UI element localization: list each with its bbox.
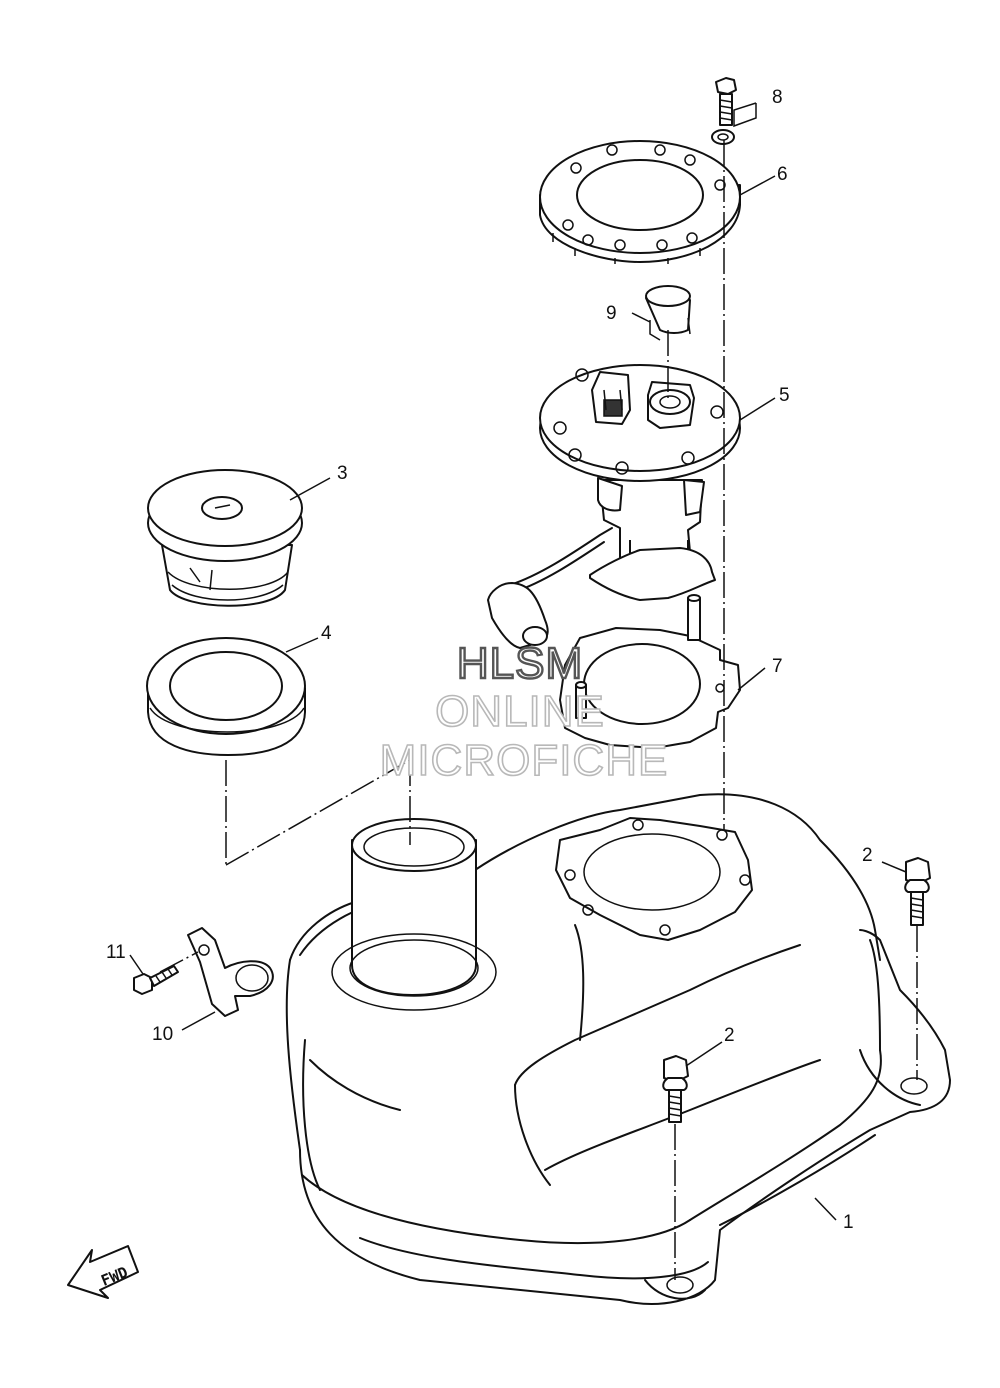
callout-9: 9 — [606, 303, 617, 324]
fuel-pump-part[interactable] — [487, 364, 741, 649]
cap-gasket-part[interactable] — [146, 637, 306, 756]
fwd-arrow-icon: FWD — [67, 1245, 139, 1299]
callout-11: 11 — [106, 942, 126, 963]
bolt-part-2-right[interactable] — [904, 857, 931, 926]
callout-10: 10 — [152, 1024, 173, 1045]
callout-2-right: 2 — [862, 845, 873, 866]
callout-labels: 1 2 2 3 4 5 6 7 8 9 10 11 — [106, 87, 873, 1233]
watermark: HLSM ONLINE MICROFICHE — [379, 638, 669, 786]
watermark-line-1: HLSM — [457, 639, 583, 688]
fuel-tank-part[interactable] — [285, 793, 951, 1305]
callout-3: 3 — [337, 463, 348, 484]
callout-5: 5 — [779, 385, 790, 406]
bolt-part-8[interactable] — [711, 77, 737, 145]
pump-gasket-part[interactable] — [539, 140, 741, 264]
watermark-line-3: MICROFICHE — [380, 736, 669, 785]
plate-part-9[interactable] — [645, 285, 691, 341]
watermark-line-2: ONLINE — [435, 687, 605, 736]
alignment-lines — [159, 140, 918, 1280]
screw-part-11[interactable] — [133, 965, 179, 995]
leader-lines — [129, 102, 907, 1221]
callout-7: 7 — [772, 656, 783, 677]
callout-1: 1 — [843, 1212, 854, 1233]
callout-6: 6 — [777, 164, 788, 185]
fuel-cap-part[interactable] — [147, 469, 303, 607]
gasket-part-7[interactable] — [559, 594, 741, 749]
callout-2-left: 2 — [724, 1025, 735, 1046]
clamp-part-10[interactable] — [187, 927, 274, 1017]
bolt-part-2-left[interactable] — [662, 1055, 689, 1123]
callout-4: 4 — [321, 623, 332, 644]
callout-8: 8 — [772, 87, 783, 108]
